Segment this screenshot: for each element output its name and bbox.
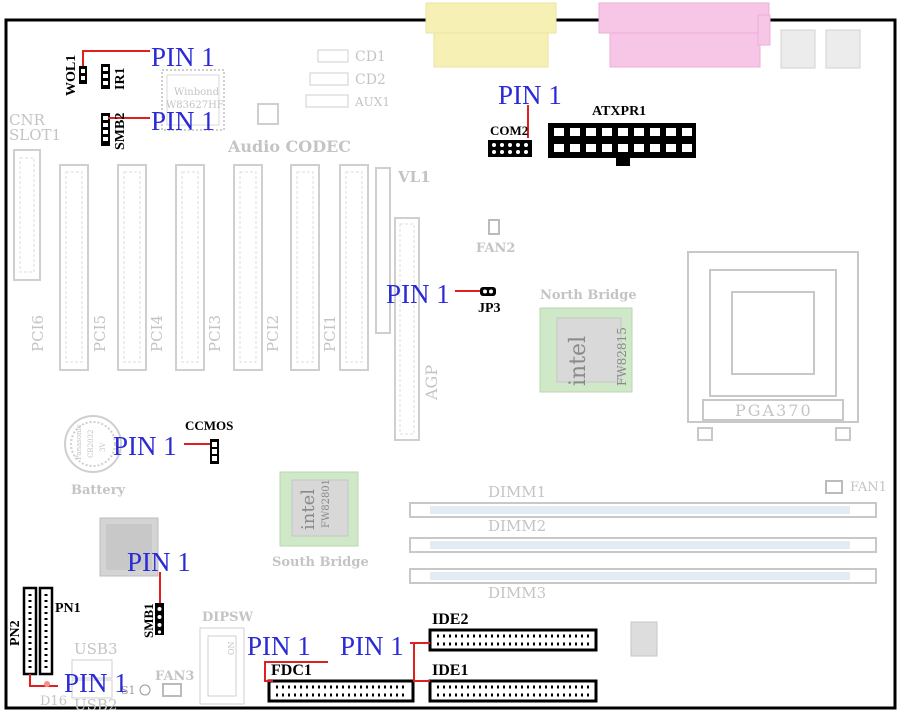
s1-label: S1 xyxy=(121,684,136,697)
pin1-callout-smb1: PIN 1 xyxy=(127,547,191,577)
dimm1-label: DIMM1 xyxy=(488,483,547,501)
fan3-label: FAN3 xyxy=(155,669,195,684)
sb-part-label: FW82801 xyxy=(321,478,332,528)
pci4-label: PCI4 xyxy=(148,314,166,352)
pn1-header xyxy=(38,586,54,676)
vl1-label: VL1 xyxy=(398,168,431,186)
parallel-port-connector xyxy=(598,2,771,68)
pin1-callout-ccmos: PIN 1 xyxy=(113,431,177,461)
pin1-callout-wol1: PIN 1 xyxy=(151,42,215,72)
pci2-label: PCI2 xyxy=(264,314,282,352)
d16-label: D16 xyxy=(40,694,67,709)
cd1-label: CD1 xyxy=(355,49,386,65)
fan2-label: FAN2 xyxy=(476,241,516,256)
ide2-label: IDE2 xyxy=(432,611,469,628)
pin1-callout-com2: PIN 1 xyxy=(498,80,562,110)
ide1-connector xyxy=(428,679,598,703)
pin1-callout-jp3: PIN 1 xyxy=(386,279,450,309)
audio-codec-label: Audio CODEC xyxy=(228,137,352,156)
smb2-label: SMB2 xyxy=(113,112,128,150)
ccmos-label: CCMOS xyxy=(185,418,234,433)
intel-sb-label: intel xyxy=(298,489,319,530)
cnr-slot xyxy=(13,149,41,281)
pin1-callout-ide: PIN 1 xyxy=(340,631,404,661)
serial-port-connector xyxy=(425,2,557,68)
pci1-label: PCI1 xyxy=(321,314,339,352)
dipsw-on-label: ON xyxy=(227,641,236,655)
usb-front-headers xyxy=(71,659,113,699)
usb2-label: USB2 xyxy=(74,696,118,714)
pin1-callout-smb2: PIN 1 xyxy=(151,106,215,136)
battery xyxy=(64,415,122,473)
smb2-header xyxy=(101,113,110,146)
com2-label: COM2 xyxy=(490,123,529,138)
dimm2-label: DIMM2 xyxy=(488,517,547,535)
fan1-connector xyxy=(825,480,843,494)
fan3-connector xyxy=(162,683,182,697)
fdc1-label: FDC1 xyxy=(271,662,312,679)
south-bridge-label: South Bridge xyxy=(272,555,369,570)
pin1-callout-pn: PIN 1 xyxy=(64,668,128,698)
vl1-header xyxy=(375,167,391,334)
atxpr1-label: ATXPR1 xyxy=(592,104,647,119)
pci5-label: PCI5 xyxy=(91,314,109,352)
winbond-chip xyxy=(161,69,225,131)
aux1-label: AUX1 xyxy=(355,95,390,109)
dimm3-label: DIMM3 xyxy=(488,584,547,602)
panasonic-label: Panasonic xyxy=(75,424,83,460)
agp-label: AGP xyxy=(422,364,441,400)
intel-nb-label: intel xyxy=(566,335,591,386)
board-outline xyxy=(4,18,897,710)
north-bridge-label: North Bridge xyxy=(540,288,637,303)
usb-rear-connector xyxy=(780,29,861,69)
audio-in-connectors xyxy=(305,49,349,108)
smb1-label: SMB1 xyxy=(141,603,156,638)
ide1-label: IDE1 xyxy=(432,662,469,679)
dimm-slots xyxy=(409,502,877,584)
pn2-label: PN2 xyxy=(8,620,23,646)
pga370-label: PGA370 xyxy=(735,401,813,420)
audio-codec-chip xyxy=(257,103,279,125)
s1-switch xyxy=(139,684,151,696)
cr2032-label: CR2032 xyxy=(87,429,95,458)
atx-power-connector xyxy=(548,123,696,166)
ir1-label: IR1 xyxy=(113,67,128,90)
battery-voltage-label: 3V xyxy=(99,442,107,452)
battery-label: Battery xyxy=(71,483,126,498)
fan2-connector xyxy=(488,219,500,235)
pci3-label: PCI3 xyxy=(206,314,224,352)
pin1-callout-fdc1: PIN 1 xyxy=(247,631,311,661)
ide2-connector xyxy=(428,628,598,652)
cpu-socket-pga370 xyxy=(687,251,859,441)
usb3-label: USB3 xyxy=(74,640,118,658)
wol1-header xyxy=(79,66,87,84)
flash-bios-chip xyxy=(630,621,658,657)
nb-part-label: FW82815 xyxy=(615,327,629,386)
cnr-slot-label: CNR SLOT1 xyxy=(9,111,62,144)
fdc1-connector xyxy=(267,679,415,703)
com2-header xyxy=(488,140,532,157)
dipsw-label: DIPSW xyxy=(202,610,254,625)
smb1-header xyxy=(155,603,164,635)
pci6-label: PCI6 xyxy=(29,314,47,352)
dip-switch xyxy=(199,627,245,705)
winbond-part-label: W83627HF xyxy=(166,100,224,111)
cd2-label: CD2 xyxy=(355,72,386,88)
ccmos-jumper xyxy=(210,439,219,464)
winbond-label: Winbond xyxy=(174,87,220,98)
pn2-header xyxy=(22,586,38,676)
fan1-label: FAN1 xyxy=(850,480,887,495)
jp3-label: JP3 xyxy=(478,301,501,316)
agp-slot xyxy=(394,217,420,441)
pci-slots xyxy=(59,164,369,371)
jp3-jumper xyxy=(480,287,496,296)
pn1-label: PN1 xyxy=(55,601,81,616)
ir1-header xyxy=(101,64,110,89)
wol1-label: WOL1 xyxy=(64,54,79,96)
